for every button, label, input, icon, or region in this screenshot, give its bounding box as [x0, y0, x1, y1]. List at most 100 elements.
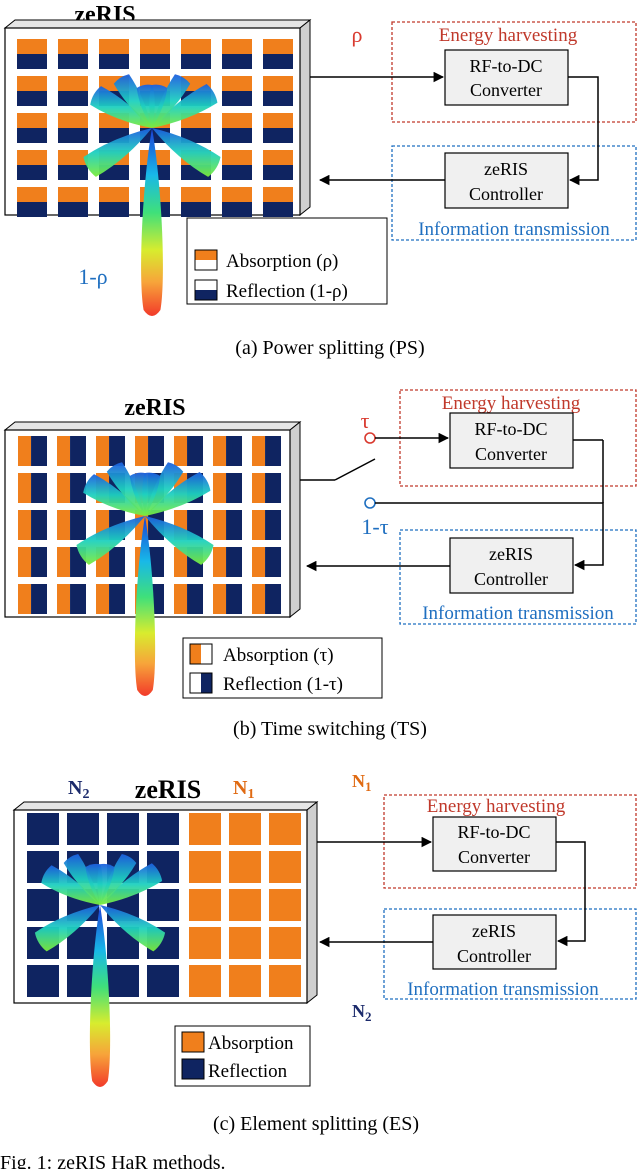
- panel-b-caption: (b) Time switching (TS): [233, 718, 427, 740]
- panel-b-beam: [76, 462, 214, 696]
- panel-a-legend-absorption-swatch: [194, 249, 218, 271]
- panel-c-beam: [34, 853, 166, 1087]
- ris-element: [58, 76, 88, 106]
- ris-element: [58, 113, 88, 143]
- panel-a-rho-label: ρ: [352, 22, 363, 47]
- ris-element: [27, 965, 59, 997]
- panel-b-info-box: [399, 529, 637, 625]
- ris-element: [17, 150, 47, 180]
- beam-side-lobe: [97, 863, 115, 905]
- beam-side-lobe: [63, 853, 100, 905]
- panel-c-n1-label-top: N1: [233, 777, 254, 802]
- panel-a-rf-dc-converter: [444, 49, 569, 106]
- panel-b-legend: [182, 637, 383, 699]
- beam-side-lobe: [152, 83, 218, 128]
- ris-element: [96, 436, 125, 466]
- beam-side-lobe: [152, 128, 221, 177]
- panel-c-ctrl-line2: Controller: [457, 946, 531, 966]
- panel-c-info-box: [383, 908, 637, 1000]
- beam-side-lobe: [145, 516, 214, 565]
- panel-a-ctrl-line2: Controller: [469, 184, 543, 204]
- panel-c-rf-dc-converter: [432, 816, 557, 872]
- beam-side-lobe: [113, 74, 152, 128]
- ris-element: [222, 113, 252, 143]
- beam-side-lobe: [106, 462, 145, 516]
- ris-element: [96, 584, 125, 614]
- ris-element: [17, 113, 47, 143]
- ris-element: [17, 76, 47, 106]
- ris-element: [57, 473, 86, 503]
- ris-element: [213, 473, 242, 503]
- panel-a-ctrl-line1: zeRIS: [484, 159, 528, 179]
- panel-c-info-label: Information transmission: [407, 979, 599, 1000]
- panel-b-ctrl-line1: zeRIS: [489, 544, 533, 564]
- panel-a-legend-reflection-swatch: [194, 279, 218, 301]
- panel-a-legend-absorption: Absorption (ρ): [226, 251, 338, 272]
- ris-element: [222, 187, 252, 217]
- ris-element: [174, 436, 203, 466]
- panel-b-rf-dc-converter: [449, 412, 574, 469]
- ris-element: [18, 473, 47, 503]
- ris-element: [229, 927, 261, 959]
- ris-element: [189, 927, 221, 959]
- ris-element: [263, 150, 293, 180]
- ris-element: [107, 965, 139, 997]
- ris-element: [213, 510, 242, 540]
- panel-c-element-grid: [27, 813, 301, 997]
- panel-a-controller: [444, 152, 569, 209]
- ris-element: [269, 851, 301, 883]
- beam-main-lobe: [134, 516, 156, 696]
- panel-b-one-minus-tau-label: 1-τ: [361, 514, 388, 539]
- panel-c-n2-label-right: N2: [352, 1001, 372, 1024]
- panel-c-rf-line1: RF-to-DC: [457, 822, 530, 842]
- ris-element: [18, 547, 47, 577]
- ris-element: [57, 436, 86, 466]
- panel-a-rf-line1: RF-to-DC: [469, 56, 542, 76]
- panel-b-rf-line1: RF-to-DC: [474, 419, 547, 439]
- panel-b-ctrl-line2: Controller: [474, 569, 548, 589]
- beam-side-lobe: [76, 516, 145, 565]
- ris-element: [58, 39, 88, 69]
- panel-c-legend-reflection: Reflection: [208, 1061, 288, 1082]
- ris-element: [181, 39, 211, 69]
- beam-side-lobe: [142, 472, 161, 516]
- panel-a-caption: (a) Power splitting (PS): [235, 337, 424, 359]
- ris-element: [252, 547, 281, 577]
- ris-element: [222, 76, 252, 106]
- panel-b-legend-absorption: Absorption (τ): [223, 645, 334, 666]
- ris-element: [252, 473, 281, 503]
- panel-c-legend-absorption-swatch: [181, 1031, 205, 1053]
- beam-side-lobe: [145, 462, 184, 516]
- ris-element: [27, 889, 59, 921]
- ris-element: [18, 584, 47, 614]
- ris-element: [229, 965, 261, 997]
- ris-element: [174, 584, 203, 614]
- panel-c-n1-label-right: N1: [352, 771, 372, 794]
- beam-side-lobe: [100, 863, 163, 905]
- panel-c-legend-absorption: Absorption: [208, 1033, 294, 1054]
- panel-c-arrow-to-controller: [556, 841, 586, 947]
- ris-element: [269, 889, 301, 921]
- panel-a-legend-reflection: Reflection (1-ρ): [226, 281, 348, 302]
- ris-element: [263, 39, 293, 69]
- beam-side-lobe: [145, 471, 211, 516]
- panel-b-info-label: Information transmission: [422, 603, 614, 624]
- panel-b-tau-label: τ: [361, 408, 370, 433]
- beam-main-lobe: [141, 128, 163, 316]
- ris-element: [213, 584, 242, 614]
- panel-c-energy-box: [383, 794, 637, 889]
- ris-element: [213, 547, 242, 577]
- ris-element: [147, 965, 179, 997]
- ris-element: [18, 510, 47, 540]
- panel-b-rf-line2: Converter: [475, 444, 547, 464]
- panel-b-title: zeRIS: [124, 395, 185, 421]
- ris-element: [189, 813, 221, 845]
- ris-element: [189, 889, 221, 921]
- ris-element: [252, 436, 281, 466]
- panel-b-switch-contact-tau: [364, 432, 376, 444]
- ris-element: [181, 187, 211, 217]
- panel-a-energy-label: Energy harvesting: [439, 25, 578, 46]
- ris-element: [147, 889, 179, 921]
- panel-c-n2-label-top: N2: [68, 777, 89, 802]
- ris-element: [263, 113, 293, 143]
